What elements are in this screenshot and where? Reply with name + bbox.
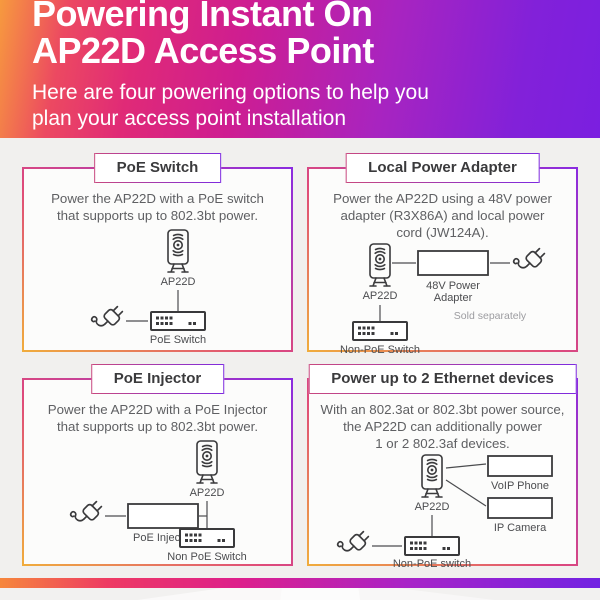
ethernet-devices-diagram: AP22D VoIP Phone IP Camera Non-PoE switc… — [335, 454, 553, 570]
cable-line — [445, 463, 486, 469]
page-subtitle-line1: Here are four powering options to help y… — [32, 81, 429, 105]
power-adapter-icon — [416, 250, 489, 277]
panel-poe-injector-title: PoE Injector — [90, 364, 225, 394]
cable-line — [445, 479, 486, 507]
switch-icon — [149, 310, 206, 331]
panel-local-power-adapter: Local Power Adapter Power the AP22D usin… — [307, 153, 578, 356]
panel-poe-injector: PoE Injector Power the AP22D with a PoE … — [22, 364, 293, 566]
switch-label: Non-PoE Switch — [339, 344, 419, 356]
panel-ethernet-devices: Power up to 2 Ethernet devices With an 8… — [307, 364, 578, 570]
ap22d-device-icon — [195, 439, 218, 484]
ap22d-label: AP22D — [160, 276, 195, 288]
panel-poe-switch-description: Power the AP22D with a PoE switch that s… — [32, 191, 283, 225]
page-subtitle-line2: plan your access point installation — [32, 107, 347, 131]
panel-ethernet-devices-title: Power up to 2 Ethernet devices — [308, 364, 577, 394]
switch-label: Non PoE Switch — [167, 551, 246, 563]
description-line: Power the AP22D using a 48V power — [333, 191, 552, 206]
adapter-label-line2: Adapter — [433, 292, 472, 304]
options-grid: PoE Switch Power the AP22D with a PoE sw… — [0, 138, 600, 578]
ap22d-label: AP22D — [414, 501, 449, 513]
sold-separately-note: Sold separately — [453, 310, 526, 322]
description-line: Power the AP22D with a PoE Injector — [47, 402, 268, 417]
power-plug-icon — [68, 493, 105, 530]
panel-poe-switch-title: PoE Switch — [93, 153, 222, 183]
description-line: 1 or 2 802.3af devices. — [375, 435, 510, 451]
power-plug-icon — [89, 298, 126, 335]
ap22d-label: AP22D — [362, 290, 397, 302]
switch-label: Non-PoE switch — [392, 558, 470, 570]
poe-injector-icon — [126, 502, 199, 529]
ip-camera-icon — [486, 497, 553, 520]
hero-header: Powering Instant On AP22D Access Point H… — [0, 0, 600, 138]
description-line: that supports up to 802.3bt power. — [56, 207, 259, 223]
switch-icon — [178, 527, 235, 548]
power-plug-icon — [335, 524, 372, 560]
local-power-adapter-diagram: AP22D 48V Power Adapter Sold separately … — [339, 241, 548, 356]
adapter-label-line1: 48V Power — [426, 280, 480, 292]
ap22d-device-icon — [166, 228, 189, 273]
ap22d-device-icon — [368, 243, 391, 288]
ip-camera-label: IP Camera — [493, 522, 546, 534]
switch-icon — [403, 536, 460, 557]
description-line: cord (JW124A). — [396, 224, 489, 240]
gradient-stripe — [0, 578, 600, 588]
panel-local-power-adapter-description: Power the AP22D using a 48V power adapte… — [317, 191, 568, 241]
voip-phone-label: VoIP Phone — [491, 480, 549, 492]
panel-local-power-adapter-title: Local Power Adapter — [345, 153, 540, 183]
switch-icon — [351, 321, 408, 342]
ap22d-device-icon — [420, 454, 443, 499]
description-line: Power the AP22D with a PoE switch — [51, 191, 264, 206]
voip-phone-icon — [486, 455, 553, 478]
footer-band — [0, 588, 600, 600]
page-subtitle: Here are four powering options to help y… — [32, 80, 600, 132]
power-plug-icon — [511, 241, 548, 277]
ap22d-label: AP22D — [189, 487, 224, 499]
switch-label: PoE Switch — [149, 334, 205, 346]
injector-label: PoE Injector — [133, 532, 193, 544]
page-title: Powering Instant On AP22D Access Point — [32, 0, 600, 69]
panel-poe-injector-description: Power the AP22D with a PoE Injector that… — [32, 402, 283, 436]
poe-injector-diagram: AP22D PoE Injector Non PoE Switch — [68, 439, 246, 563]
page-title-line2: AP22D Access Point — [32, 29, 374, 71]
description-line: adapter (R3X86A) and local power — [340, 207, 545, 223]
page-title-line1: Powering Instant On — [32, 0, 373, 34]
panel-ethernet-devices-description: With an 802.3at or 802.3bt power source,… — [317, 402, 568, 452]
description-line: With an 802.3at or 802.3bt power source, — [320, 402, 565, 417]
poe-switch-diagram: AP22D PoE Switch — [89, 228, 206, 346]
description-line: the AP22D can additionally power — [343, 418, 542, 434]
description-line: that supports up to 802.3bt power. — [56, 418, 259, 434]
panel-poe-switch: PoE Switch Power the AP22D with a PoE sw… — [22, 153, 293, 352]
